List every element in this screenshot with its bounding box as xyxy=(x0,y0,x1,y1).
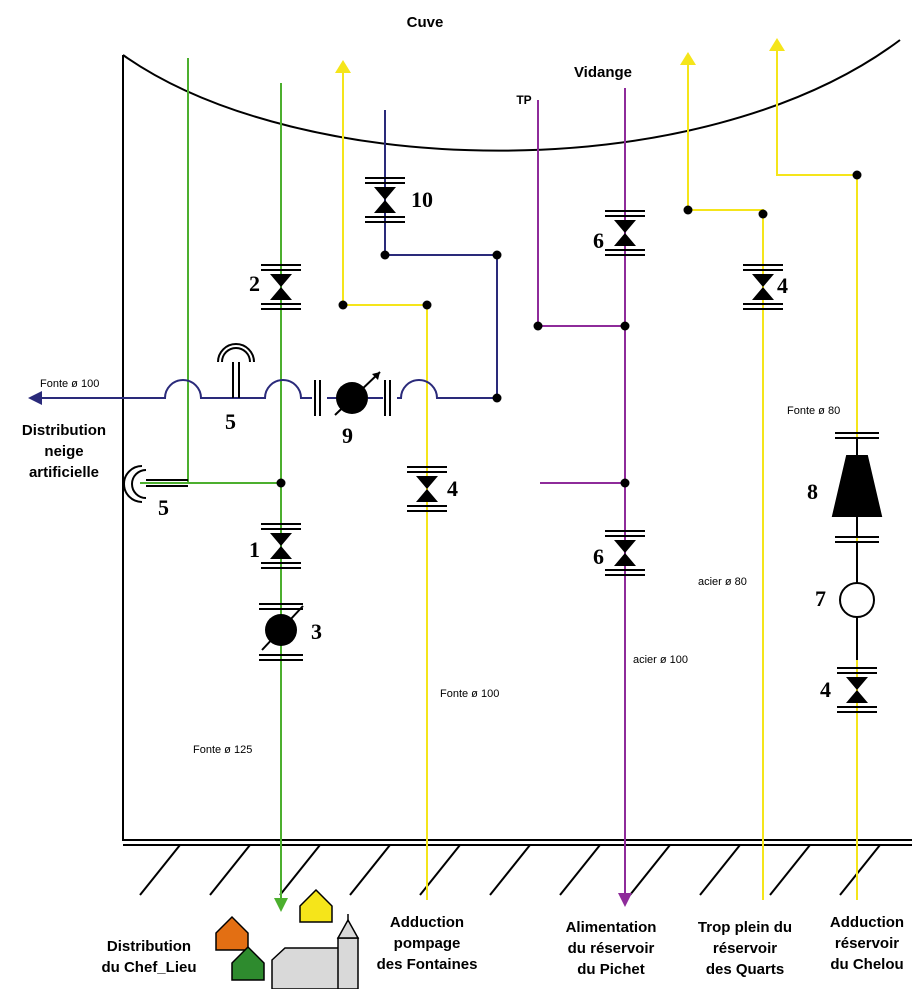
meter-number: 3 xyxy=(311,619,322,644)
outlet-quarts: Trop plein du réservoir des Quarts xyxy=(698,919,792,978)
outlet-fontaines: Adduction pompage des Fontaines xyxy=(377,914,478,973)
flowmeter-7 xyxy=(839,582,875,618)
navy-pipes xyxy=(40,110,498,399)
valve-number: 10 xyxy=(411,187,433,212)
purple-pipes xyxy=(537,88,626,895)
yellow-pipes xyxy=(342,48,858,900)
church-icon xyxy=(271,914,360,989)
meter-icon xyxy=(259,603,304,661)
fonte-100-mid-label: Fonte ø 100 xyxy=(440,688,499,700)
green-pipes xyxy=(140,58,282,900)
flow-arrow-icon xyxy=(618,893,632,907)
hydrant-5-left xyxy=(123,465,188,503)
meter-number: 9 xyxy=(342,423,353,448)
outlet-line: du Chef_Lieu xyxy=(101,959,196,976)
valve-number: 6 xyxy=(593,544,604,569)
flow-arrow-icon xyxy=(335,60,351,73)
outlet-pichet: Alimentation du réservoir du Pichet xyxy=(566,919,657,978)
flow-arrow-icon xyxy=(769,38,785,51)
flow-arrow-icon xyxy=(274,898,288,912)
flow-arrow-icon xyxy=(28,391,42,405)
tank-title: Cuve xyxy=(407,14,444,31)
vidange-label: Vidange xyxy=(574,64,632,81)
outlet-line: Adduction xyxy=(830,914,904,931)
meter-9-flanges xyxy=(314,380,391,416)
meter-number: 7 xyxy=(815,586,826,611)
cone-number: 8 xyxy=(807,479,818,504)
ground-hatching xyxy=(123,844,912,896)
outlet-line: réservoir xyxy=(713,940,777,957)
fonte-80-label: Fonte ø 80 xyxy=(787,405,840,417)
hydrant-number: 5 xyxy=(158,495,169,520)
valve-number: 4 xyxy=(447,476,458,501)
outlet-line: neige xyxy=(44,443,83,460)
valve-number: 4 xyxy=(777,273,788,298)
outlet-line: du Chelou xyxy=(830,956,903,973)
outlet-chef-lieu: Distribution du Chef_Lieu xyxy=(101,938,196,976)
hydrant-number: 5 xyxy=(225,409,236,434)
acier-100-label: acier ø 100 xyxy=(633,654,688,666)
fonte-125-label: Fonte ø 125 xyxy=(193,744,252,756)
house-icon xyxy=(215,888,333,981)
outlet-line: Adduction xyxy=(390,914,464,931)
outlet-line: artificielle xyxy=(29,464,99,481)
outlet-line: du réservoir xyxy=(568,940,655,957)
fonte-100-label: Fonte ø 100 xyxy=(40,378,99,390)
tank-outline xyxy=(122,39,912,841)
valve-number: 6 xyxy=(593,228,604,253)
outlet-neige: Distribution neige artificielle xyxy=(22,422,106,481)
outlet-line: réservoir xyxy=(835,935,899,952)
outlet-line: des Quarts xyxy=(706,961,784,978)
outlet-line: des Fontaines xyxy=(377,956,478,973)
cone-reducer-icon xyxy=(831,432,883,583)
valve-number: 4 xyxy=(820,677,831,702)
flow-arrow-icon xyxy=(680,52,696,65)
outlet-line: Distribution xyxy=(107,938,191,955)
outlet-line: Alimentation xyxy=(566,919,657,936)
meter-icon xyxy=(334,371,381,416)
junction-dots xyxy=(276,170,862,488)
tp-label: TP xyxy=(516,93,531,107)
hydrant-5-top xyxy=(217,343,255,398)
outlet-line: Distribution xyxy=(22,422,106,439)
acier-80-label: acier ø 80 xyxy=(698,576,747,588)
outlet-chelou: Adduction réservoir du Chelou xyxy=(830,914,904,973)
valve-number: 1 xyxy=(249,537,260,562)
outlet-line: Trop plein du xyxy=(698,919,792,936)
valve-number: 2 xyxy=(249,271,260,296)
outlet-line: du Pichet xyxy=(577,961,645,978)
outlet-line: pompage xyxy=(394,935,461,952)
